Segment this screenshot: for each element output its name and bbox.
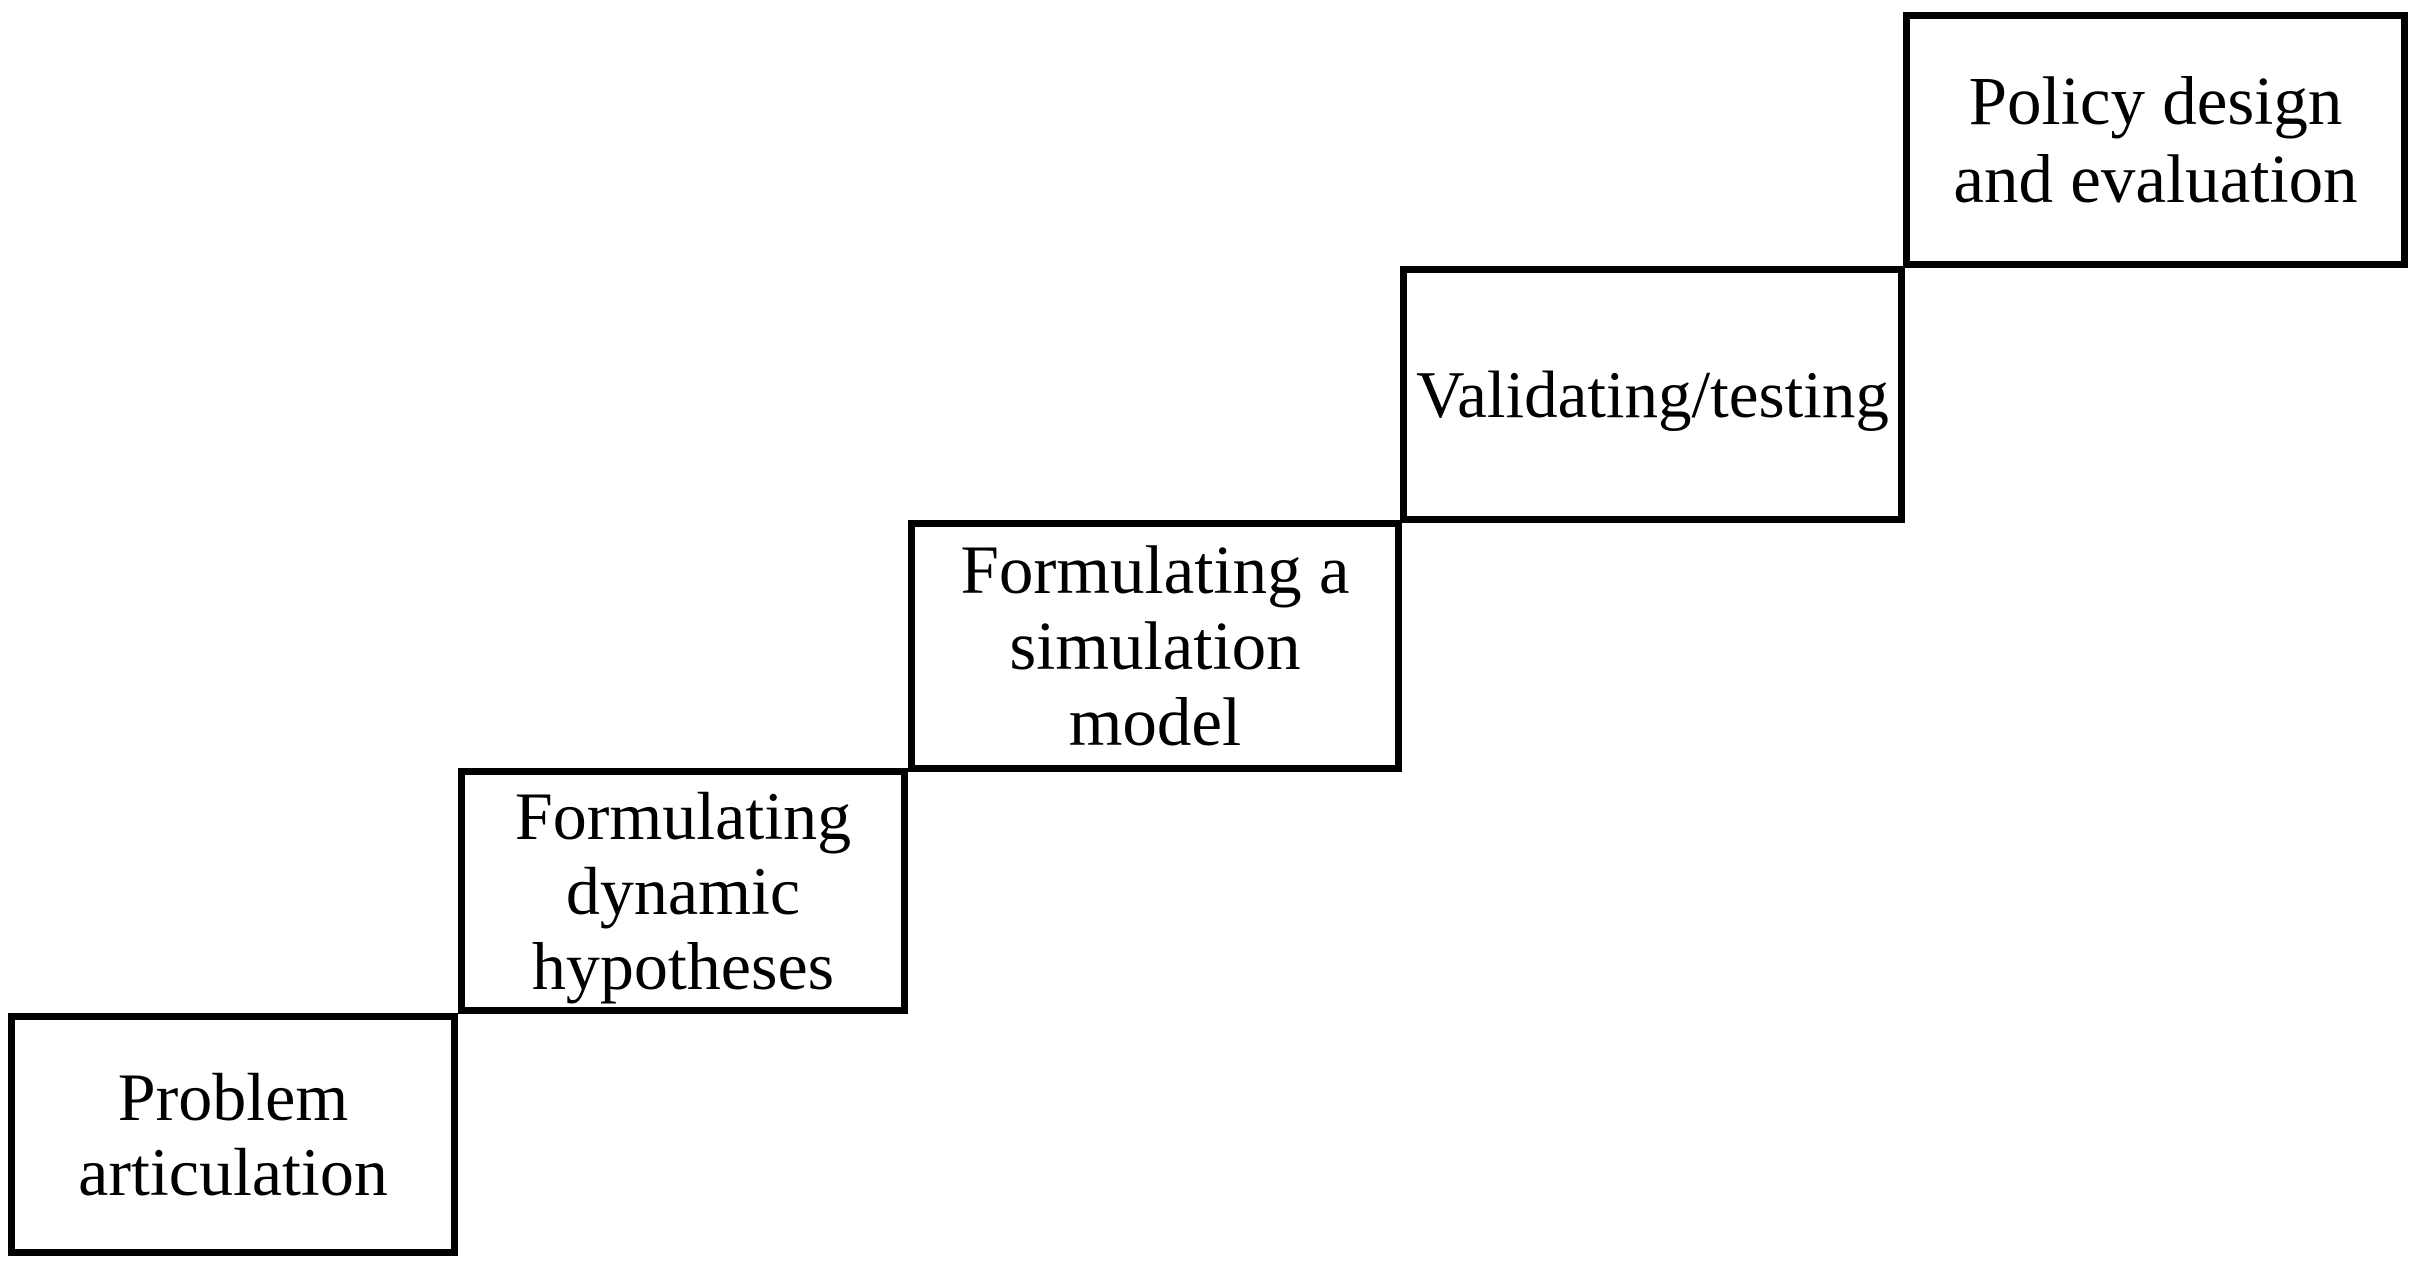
step-label-formulating-a-simulation-model: Formulating a simulation model bbox=[960, 532, 1350, 760]
step-label-formulating-dynamic-hypotheses: Formulating dynamic hypotheses bbox=[514, 777, 852, 1004]
step-box-validating-testing[interactable]: Validating/testing bbox=[1400, 266, 1905, 523]
step-label-policy-design-and-evaluation: Policy design and evaluation bbox=[1953, 63, 2358, 217]
step-label-validating-testing: Validating/testing bbox=[1416, 357, 1889, 432]
step-box-policy-design-and-evaluation[interactable]: Policy design and evaluation bbox=[1903, 12, 2408, 268]
step-box-formulating-dynamic-hypotheses[interactable]: Formulating dynamic hypotheses bbox=[458, 768, 908, 1014]
step-box-formulating-a-simulation-model[interactable]: Formulating a simulation model bbox=[908, 520, 1402, 772]
step-label-problem-articulation: Problem articulation bbox=[78, 1058, 388, 1210]
step-box-problem-articulation[interactable]: Problem articulation bbox=[8, 1013, 458, 1256]
